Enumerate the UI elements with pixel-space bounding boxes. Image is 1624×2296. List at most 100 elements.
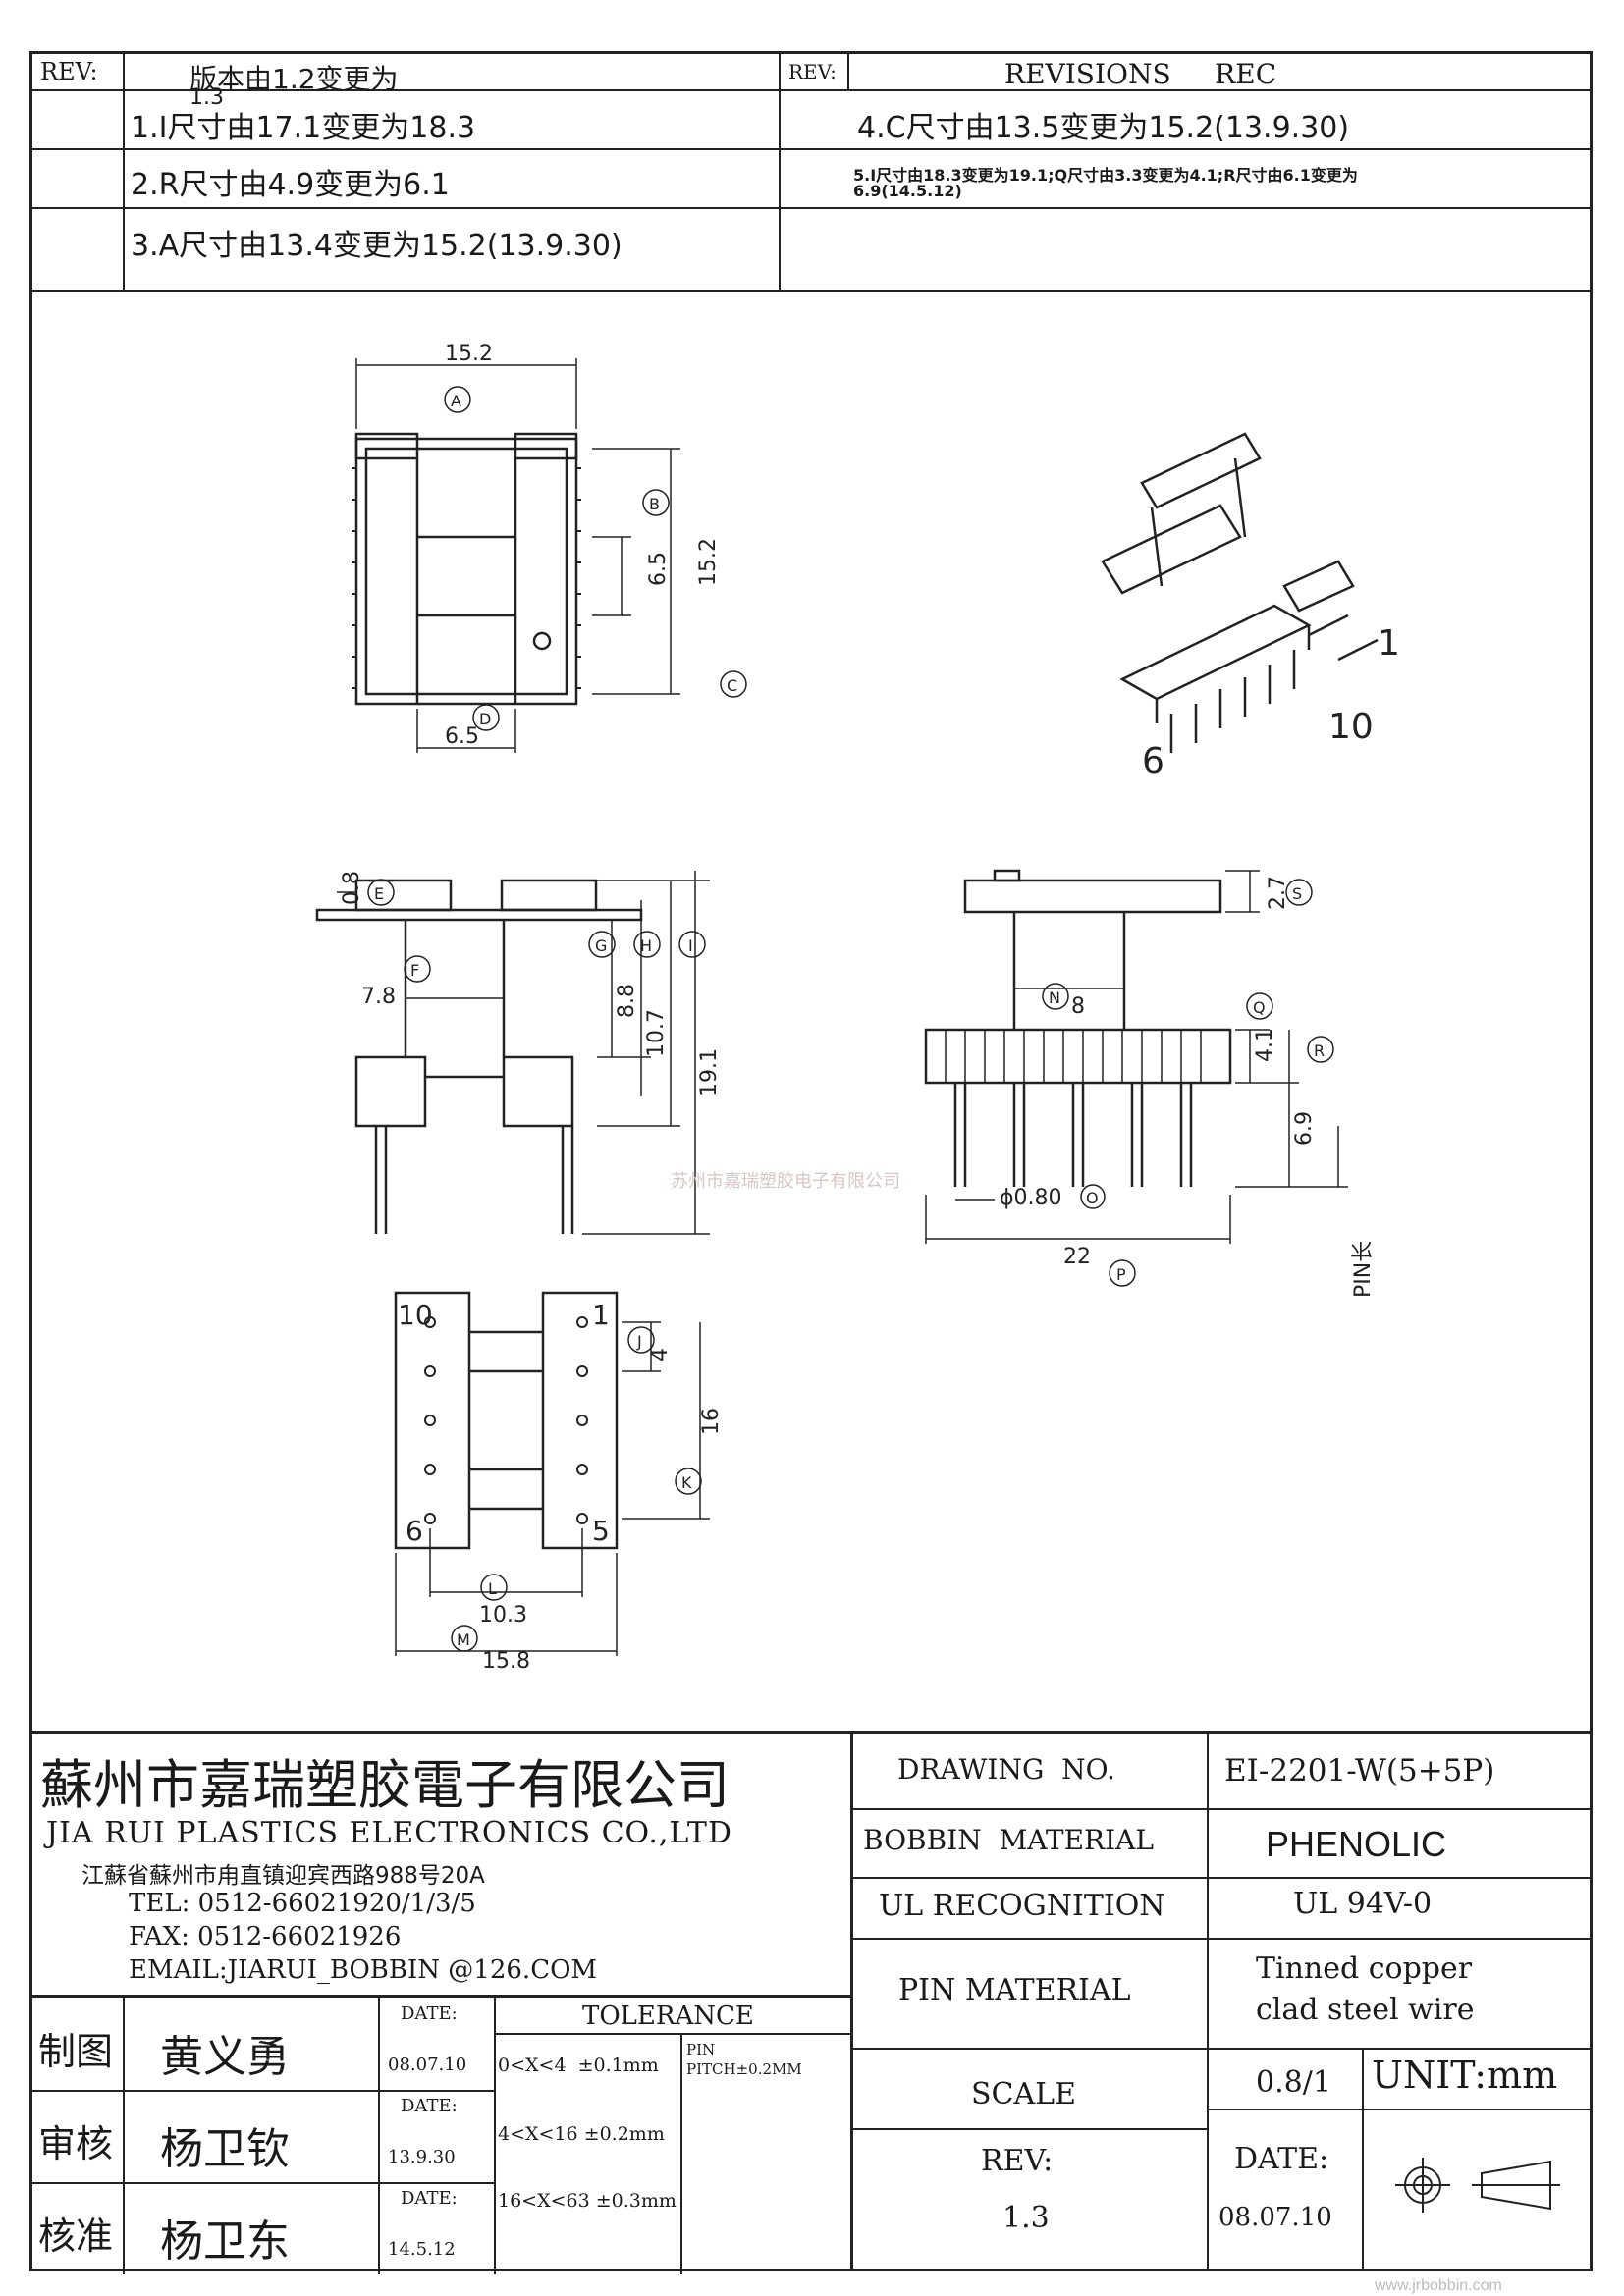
revision-row: 4.C尺寸由13.5变更为15.2(13.9.30)	[857, 111, 1350, 145]
dim-o: ϕ0.80	[1000, 1186, 1062, 1210]
drawing-no-label: DRAWING NO.	[897, 1753, 1115, 1786]
rev-header-text: 版本由1.2变更为	[189, 63, 399, 95]
signoff-role: 审核	[38, 2122, 114, 2165]
revision-row: 6.9(14.5.12)	[853, 182, 962, 200]
signoff-name: 杨卫钦	[160, 2124, 290, 2174]
company-fax: FAX: 0512-66021926	[129, 1922, 402, 1951]
company-name-cn: 蘇州市嘉瑞塑胶電子有限公司	[40, 1754, 730, 1816]
side-view	[924, 869, 1348, 1244]
label-f: F	[410, 961, 419, 980]
bobbin-material-label: BOBBIN MATERIAL	[863, 1824, 1154, 1856]
label-n: N	[1049, 988, 1060, 1007]
dim-g: 8.8	[615, 984, 639, 1018]
signoff-role: 制图	[38, 2030, 114, 2073]
iso-pin-10: 10	[1328, 707, 1374, 747]
label-p: P	[1116, 1265, 1126, 1284]
revision-row: 5.I尺寸由18.3变更为19.1;Q尺寸由3.3变更为4.1;R尺寸由6.1变…	[853, 166, 1358, 185]
dim-k: 16	[699, 1408, 724, 1435]
label-k: K	[681, 1473, 692, 1492]
revision-row: 1.I尺寸由17.1变更为18.3	[131, 111, 476, 145]
pin-material-label: PIN MATERIAL	[898, 1973, 1131, 2007]
signoff-date-label: DATE:	[401, 2188, 458, 2209]
pin-tolerance-label: PIN	[686, 2041, 716, 2058]
drawing-sheet: REV: 版本由1.2变更为 1.3 REV: REVISIONS REC 1.…	[29, 51, 1593, 2274]
dim-f: 7.8	[361, 985, 396, 1009]
label-r: R	[1314, 1041, 1325, 1060]
bottom-view	[394, 1291, 710, 1656]
revision-row: 2.R尺寸由4.9变更为6.1	[131, 168, 450, 202]
label-h: H	[640, 936, 652, 955]
specs-grid: DRAWING NO. EI-2201-W(5+5P) BOBBIN MATER…	[850, 1734, 1593, 2271]
rev-label: REV:	[981, 2144, 1054, 2178]
signoff-grid: 制图 黄义勇 DATE: 08.07.10 审核 杨卫钦 DATE: 13.9.…	[32, 1995, 850, 2274]
label-j: J	[636, 1332, 642, 1351]
dim-a: 15.2	[445, 342, 493, 366]
label-a: A	[451, 392, 461, 410]
signoff-date: 08.07.10	[388, 2055, 467, 2075]
label-s: S	[1292, 884, 1302, 903]
signoff-date-label: DATE:	[401, 2096, 458, 2116]
label-m: M	[457, 1630, 470, 1649]
signoff-name: 杨卫东	[160, 2216, 290, 2267]
dim-p: 22	[1063, 1245, 1091, 1269]
dim-j: 4	[648, 1348, 673, 1362]
pin-material-value-line1: Tinned copper	[1256, 1951, 1473, 1986]
tolerance-row: 4<X<16 ±0.2mm	[498, 2123, 665, 2145]
scale-value: 0.8/1	[1256, 2065, 1331, 2100]
company-email: EMAIL:JIARUI_BOBBIN @126.COM	[129, 1955, 598, 1985]
label-e: E	[374, 884, 384, 903]
ul-recognition-label: UL RECOGNITION	[879, 1889, 1165, 1923]
ul-recognition-value: UL 94V-0	[1293, 1887, 1433, 1921]
company-tel: TEL: 0512-66021920/1/3/5	[129, 1889, 476, 1918]
company-address: 江蘇省蘇州市甪直镇迎宾西路988号20A	[81, 1863, 485, 1889]
bobbin-material-value: PHENOLIC	[1266, 1824, 1447, 1864]
pin-10-label: 10	[398, 1299, 433, 1331]
isometric-view	[1101, 432, 1379, 753]
signoff-name: 黄义勇	[160, 2032, 290, 2082]
signoff-date-label: DATE:	[401, 2003, 458, 2024]
label-b: B	[649, 495, 660, 513]
pin-1-label: 1	[592, 1299, 610, 1331]
signoff-date: 14.5.12	[388, 2239, 456, 2260]
dim-n: 8	[1071, 994, 1085, 1019]
dim-l: 10.3	[479, 1603, 527, 1628]
tolerance-header: TOLERANCE	[582, 2002, 754, 2031]
revision-row: 3.A尺寸由13.4变更为15.2(13.9.30)	[131, 229, 623, 263]
drawing-no-value: EI-2201-W(5+5P)	[1224, 1753, 1495, 1789]
signoff-role: 核准	[38, 2215, 114, 2258]
pin-5-label: 5	[592, 1515, 610, 1547]
pin-length-label: PIN长	[1351, 1241, 1376, 1298]
dim-d: 6.5	[445, 724, 479, 749]
top-view	[352, 358, 680, 753]
watermark-text: 苏州市嘉瑞塑胶电子有限公司	[671, 1171, 900, 1192]
label-d: D	[479, 710, 491, 728]
company-name-en: JIA RUI PLASTICS ELECTRONICS CO.,LTD	[46, 1816, 732, 1850]
rev-header-sub: 1.3	[189, 85, 224, 110]
pin-material-value-line2: clad steel wire	[1256, 1993, 1475, 2027]
rev-label-right: REV:	[788, 60, 837, 83]
rev-value: 1.3	[1002, 2201, 1050, 2235]
tolerance-row: 0<X<4 ±0.1mm	[498, 2055, 659, 2076]
pin-pitch-tolerance: PITCH±0.2MM	[686, 2060, 802, 2078]
dim-b: 6.5	[646, 552, 671, 586]
label-l: L	[488, 1579, 497, 1598]
label-c: C	[727, 676, 737, 695]
technical-drawing: 15.2 A 15.2 C 6.5 B 6.5 D 0.8 E 7.8 F 8.…	[315, 342, 1400, 1674]
dim-i: 19.1	[697, 1048, 722, 1096]
dim-h: 10.7	[644, 1009, 669, 1057]
label-i: I	[688, 936, 693, 955]
tolerance-row: 16<X<63 ±0.3mm	[498, 2190, 677, 2212]
iso-pin-6: 6	[1142, 741, 1164, 781]
title-block: 蘇州市嘉瑞塑胶電子有限公司 JIA RUI PLASTICS ELECTRONI…	[32, 1731, 1593, 2274]
third-angle-projection-icon	[1395, 2158, 1560, 2213]
dim-e: 0.8	[340, 871, 364, 905]
dim-r: 6.9	[1292, 1111, 1317, 1146]
label-g: G	[595, 936, 607, 955]
dim-c: 15.2	[696, 538, 721, 586]
revision-block: REV: 版本由1.2变更为 1.3 REV: REVISIONS REC 1.…	[32, 54, 1590, 292]
pin-6-label: 6	[406, 1515, 423, 1547]
rev-label-left: REV:	[40, 58, 98, 85]
date-label: DATE:	[1234, 2142, 1329, 2176]
footer-url: www.jrbobbin.com	[1375, 2277, 1502, 2294]
date-value: 08.07.10	[1218, 2203, 1332, 2232]
